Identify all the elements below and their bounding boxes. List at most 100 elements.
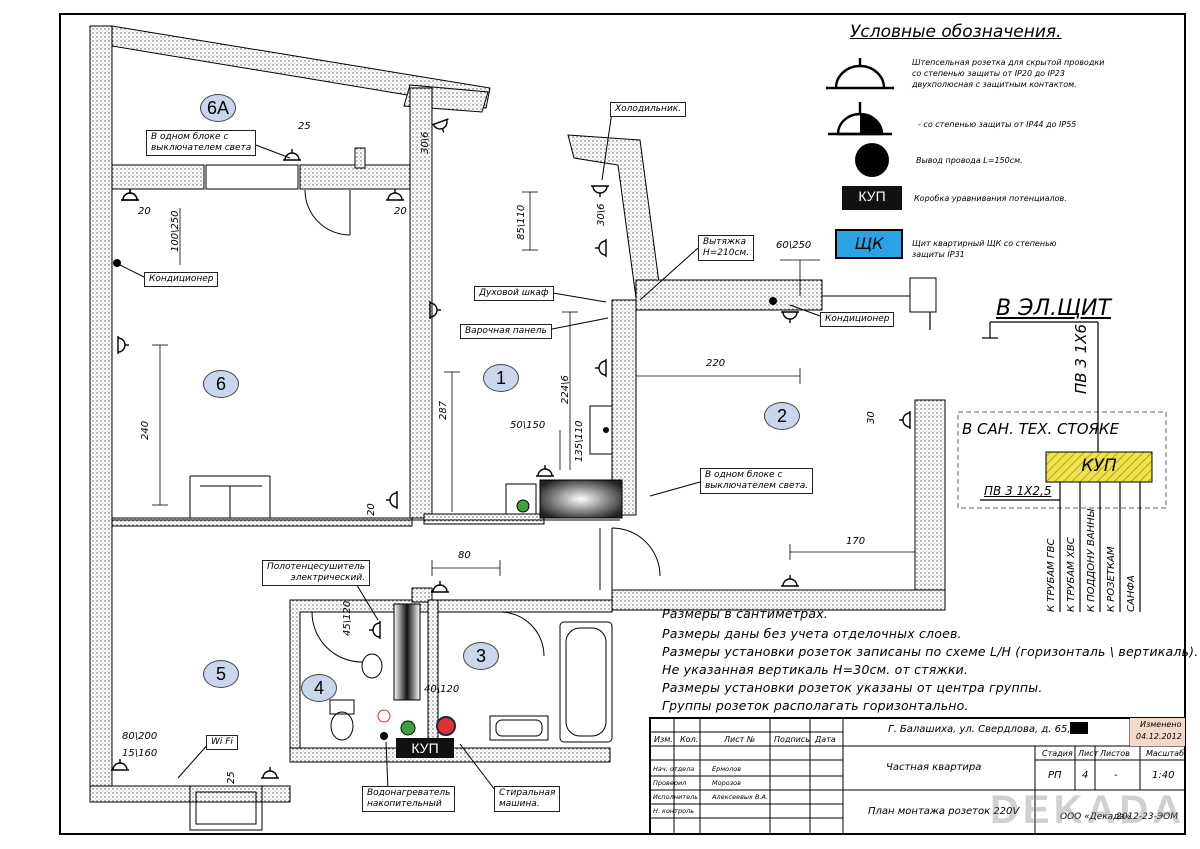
- callout-line: накопительный: [367, 799, 442, 809]
- legend-symbols: [826, 58, 903, 259]
- tb-sheets-label: Листов: [1100, 749, 1130, 758]
- callout-switch-block-room1: В одном блоке с выключателем света.: [700, 468, 814, 494]
- dim-label: 50\150: [510, 420, 546, 431]
- tb-header: Дата: [815, 735, 836, 744]
- callout-switch-block-6a: В одном блоке с выключателем света: [146, 130, 257, 156]
- riser-branch: К ПОДДОНУ ВАННЫ: [1086, 509, 1097, 612]
- tb-role: Н. контроль: [653, 807, 695, 815]
- callout-line: выключателем света: [151, 143, 252, 153]
- callout-washer: Стиральная машина.: [494, 786, 561, 812]
- legend-kup-badge: КУП: [858, 188, 886, 204]
- room-label-6: 6: [203, 370, 239, 398]
- callout-hood: Вытяжка Н=210см.: [698, 235, 755, 261]
- room-label-4: 4: [301, 674, 337, 702]
- callout-line: Вытяжка: [703, 237, 746, 247]
- callout-line: В одном блоке с: [151, 132, 229, 142]
- riser-title: В ЭЛ.ЩИТ: [996, 296, 1111, 321]
- tb-object: Частная квартира: [886, 762, 982, 773]
- riser-box: [957, 411, 1167, 509]
- legend-text-line: двухполюсная с защитным контактом.: [912, 80, 1077, 89]
- dim-label: 40\120: [424, 684, 460, 695]
- riser-branch: САНФА: [1126, 575, 1137, 612]
- callout-line: выключателем света.: [705, 481, 809, 491]
- legend-text-line: со степенью защиты от IP20 до IP23: [912, 69, 1065, 78]
- tb-role: Проверил: [653, 779, 687, 787]
- tb-name: Морозов: [712, 779, 741, 787]
- interior-lines: [112, 164, 937, 831]
- kup-bath-badge: КУП: [396, 738, 454, 758]
- riser-pipe: [516, 499, 530, 513]
- riser-branch: К ТРУБАМ ГВС: [1046, 538, 1057, 612]
- towel-dryer: [393, 603, 421, 701]
- wire-outlets: [113, 259, 777, 740]
- tb-sheets: -: [1114, 770, 1118, 781]
- room-label-1: 1: [483, 364, 519, 392]
- callout-line: Стиральная: [499, 788, 556, 798]
- tb-changed-label: Изменено: [1140, 720, 1182, 729]
- callout-line: Полотенцесушитель: [267, 562, 366, 572]
- dimension-lines: [152, 191, 915, 576]
- tb-stage: РП: [1048, 770, 1062, 781]
- tb-name: Алексеевых В.А.: [712, 793, 769, 801]
- dim-label: 240: [140, 420, 151, 440]
- title-block-grid: [649, 717, 1186, 835]
- legend-item-socket-ip20: Штепсельная розетка для скрытой проводки…: [912, 57, 1104, 90]
- callout-line: машина.: [499, 799, 540, 809]
- tb-scale-label: Масштаб: [1146, 749, 1185, 758]
- tb-stage-label: Стадия: [1042, 749, 1073, 758]
- dim-label: 45\120: [342, 600, 353, 636]
- dim-label: 20: [366, 503, 377, 516]
- callout-line: электрический.: [290, 573, 366, 583]
- tb-role: Исполнитель: [653, 793, 699, 801]
- riser-cable-in: ПВ 3 1Х2,5: [984, 484, 1052, 498]
- tb-scale: 1:40: [1152, 770, 1175, 781]
- tb-sheet-title: План монтажа розеток 220V: [868, 806, 1020, 817]
- legend-text-line: Щит квартирный ЩК со степенью: [912, 239, 1057, 248]
- note-line: Группы розеток располагать горизонтально…: [662, 698, 969, 713]
- legend-item-shk: Щит квартирный ЩК со степенью защиты IP3…: [912, 238, 1057, 260]
- dim-label: 25: [298, 121, 311, 132]
- dim-label: 80\200: [122, 731, 158, 742]
- room-label-6a: 6A: [200, 94, 236, 122]
- tb-header: Изм.: [654, 735, 673, 744]
- dim-label: 60\250: [776, 240, 812, 251]
- note-line: Размеры установки розеток записаны по сх…: [662, 644, 1199, 659]
- dim-label: 220: [706, 358, 726, 369]
- callout-ac-room2: Кондиционер: [820, 312, 895, 327]
- riser-kup-label: КУП: [1081, 456, 1117, 476]
- callout-fridge: Холодильник.: [610, 102, 687, 117]
- legend-shk-badge: ЩК: [854, 234, 884, 253]
- room-label-2: 2: [764, 402, 800, 430]
- tb-name: Ермолов: [712, 765, 742, 773]
- tb-header: Лист №: [724, 735, 756, 744]
- note-line: Размеры даны без учета отделочных слоев.: [662, 626, 962, 641]
- dim-label: 30\6: [420, 131, 431, 154]
- tb-sheet: 4: [1082, 770, 1089, 781]
- washer-drain: [436, 716, 456, 736]
- legend-item-socket-ip44: - со степенью защиты от IP44 до IP55: [918, 120, 1077, 129]
- leader-lines: [119, 111, 821, 791]
- room-label-5: 5: [203, 660, 239, 688]
- callout-oven: Духовой шкаф: [474, 286, 554, 301]
- tb-changed-date: 04.12.2012: [1136, 732, 1182, 741]
- callout-towel-dryer: Полотенцесушитель электрический.: [262, 560, 371, 586]
- legend-item-wire-outlet: Вывод провода L=150см.: [916, 156, 1023, 165]
- riser-branch: К ТРУБАМ ХВС: [1066, 537, 1077, 612]
- legend-title: Условные обозначения.: [850, 22, 1062, 42]
- tb-header: Подпись: [774, 735, 810, 744]
- riser-pipe-bath: [400, 720, 416, 736]
- dim-label: 30\6: [596, 203, 607, 226]
- tb-address: Г. Балашиха, ул. Свердлова, д. 65, кв.: [888, 724, 1089, 735]
- dim-label: 15\160: [122, 748, 158, 759]
- dim-label: 30: [866, 411, 877, 424]
- tb-sheet-label: Лист: [1078, 749, 1099, 758]
- sheet-frame: [59, 13, 1186, 835]
- riser-kup-box: [1045, 451, 1153, 483]
- callout-line: Н=210см.: [703, 248, 750, 258]
- dim-label: 170: [846, 536, 866, 547]
- kitchen-sink: [539, 479, 623, 519]
- riser-lines: [929, 312, 1141, 612]
- dim-label: 224\6: [560, 375, 571, 404]
